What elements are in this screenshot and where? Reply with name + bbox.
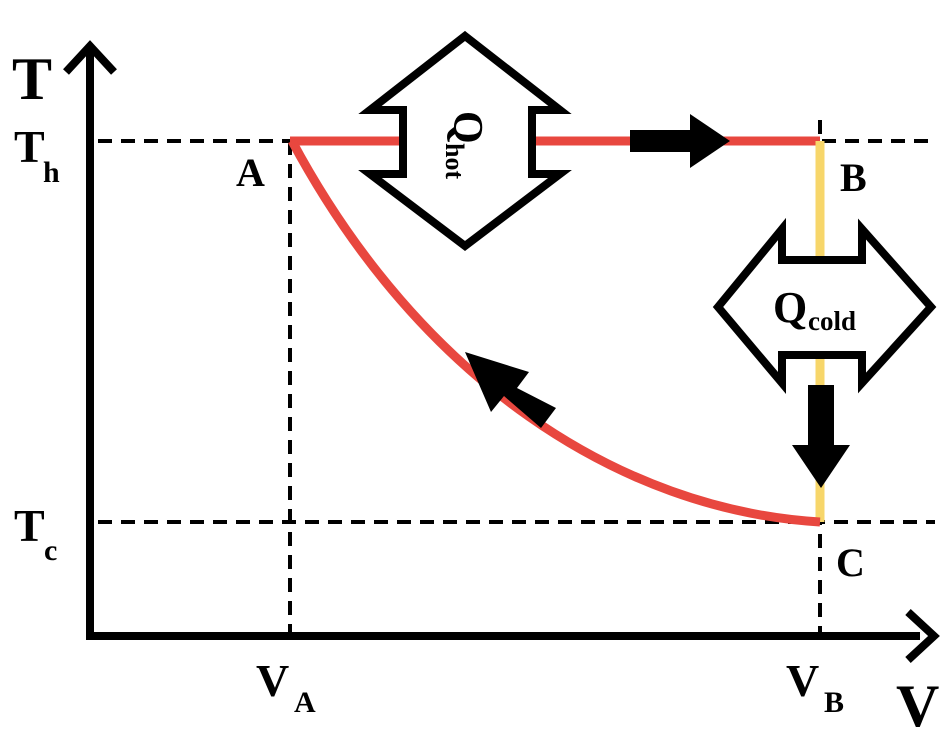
- th-tick-sub: h: [43, 156, 60, 189]
- point-b-label: B: [840, 155, 867, 200]
- q-hot-double-arrow: Q hot: [358, 30, 572, 252]
- q-cold-arrow-shape: [712, 217, 937, 394]
- arrow-a-to-b: [630, 114, 730, 168]
- y-axis-arrowhead: [63, 40, 117, 75]
- y-axis-label: T: [12, 46, 52, 112]
- point-c-label: C: [836, 540, 865, 585]
- tc-tick-label: T c: [14, 500, 57, 567]
- q-hot-arrow-shape: [358, 30, 572, 252]
- tc-tick-main: T: [14, 500, 45, 551]
- q-cold-subscript: cold: [808, 306, 856, 336]
- vb-tick-main: V: [786, 655, 819, 706]
- va-tick-main: V: [256, 655, 289, 706]
- x-axis-label: V: [896, 673, 939, 733]
- arrow-c-to-a: [465, 352, 556, 428]
- vb-tick-label: V B: [786, 655, 844, 719]
- x-axis-arrowhead: [905, 609, 940, 663]
- th-tick-main: T: [14, 121, 45, 172]
- va-tick-label: V A: [256, 655, 316, 719]
- q-hot-subscript: hot: [440, 143, 469, 179]
- q-hot-label: Q: [444, 111, 490, 144]
- vb-tick-sub: B: [824, 686, 844, 719]
- tc-tick-sub: c: [44, 534, 57, 567]
- arrow-b-to-c: [792, 385, 850, 488]
- q-cold-double-arrow: Q cold: [712, 217, 937, 394]
- va-tick-sub: A: [294, 686, 316, 719]
- point-a-label: A: [236, 150, 265, 195]
- q-cold-label: Q: [773, 283, 807, 332]
- th-tick-label: T h: [14, 121, 60, 189]
- axes: [63, 40, 940, 663]
